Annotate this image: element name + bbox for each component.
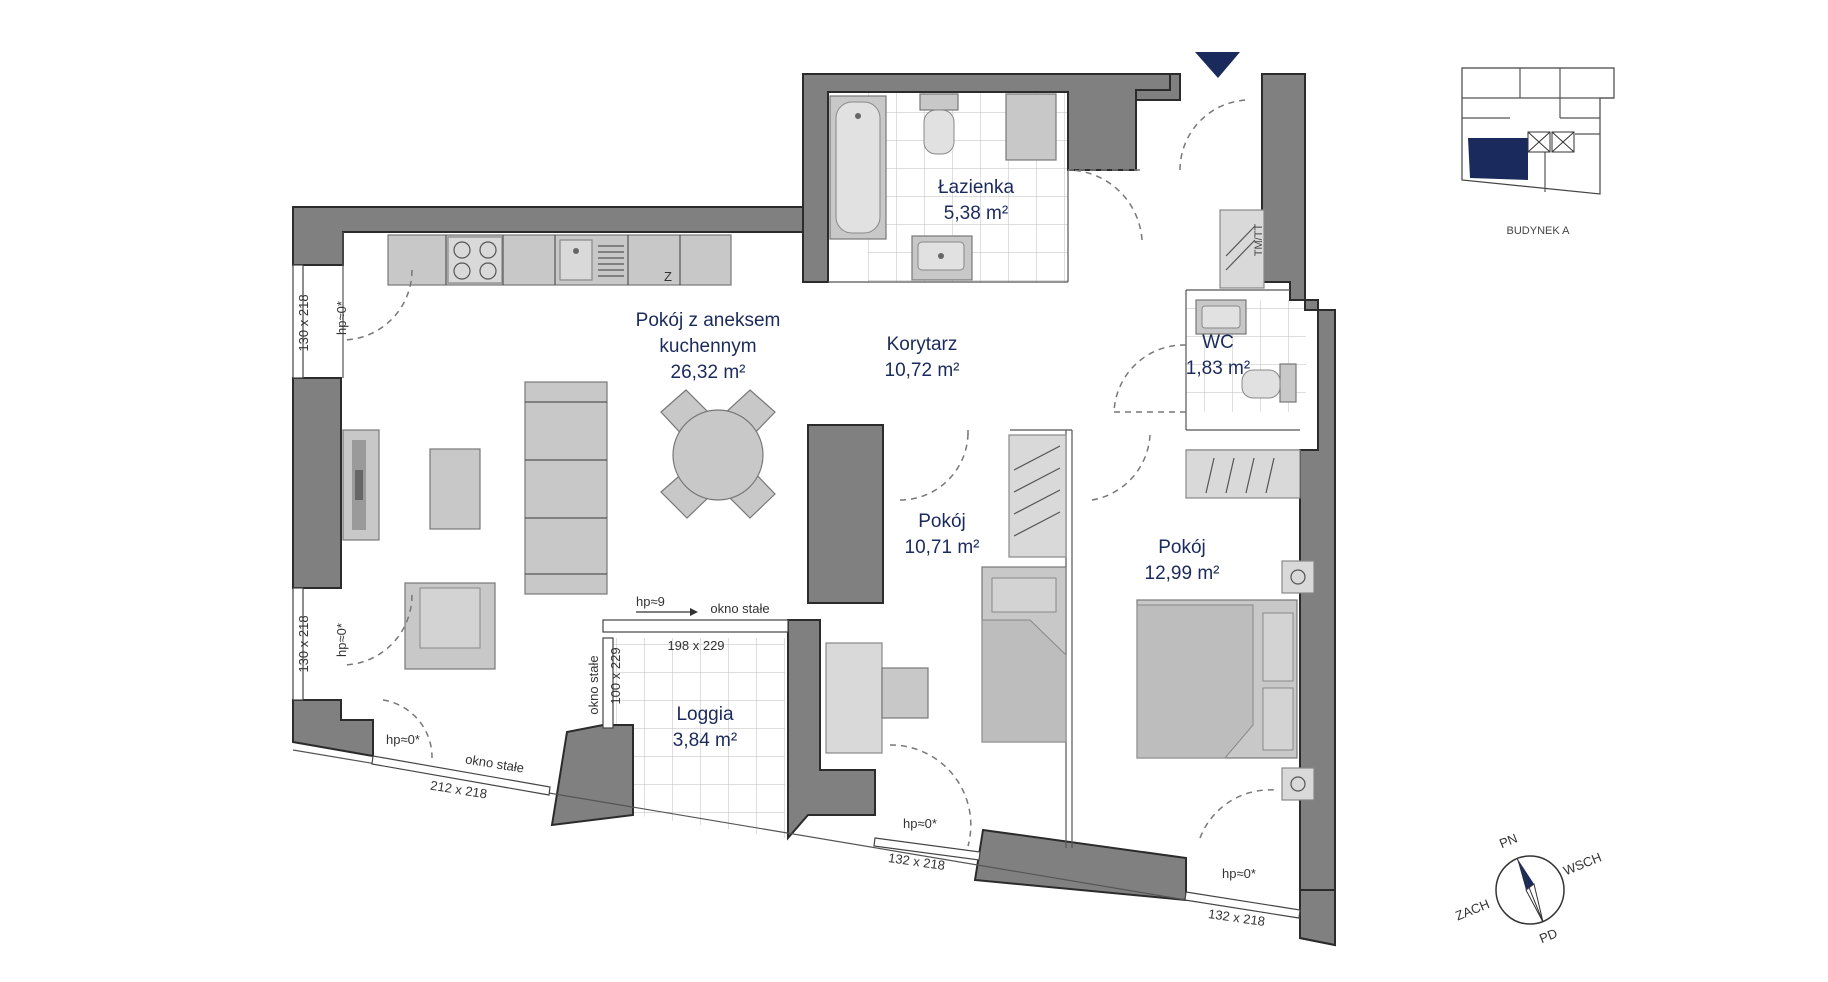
desk-chair-icon xyxy=(881,667,929,719)
compass-needle-icon xyxy=(1517,858,1534,890)
compass-s: PD xyxy=(1537,925,1559,946)
room2-hp: hp≈0* xyxy=(1222,866,1256,881)
coffee-table-icon xyxy=(429,448,481,530)
room2-name: Pokój xyxy=(1158,537,1206,558)
sofa-icon xyxy=(524,381,608,595)
living-name-line1: Pokój z aneksem xyxy=(636,310,781,331)
loggia-door-dim: 198 x 229 xyxy=(667,638,724,653)
living-name-line2: kuchennym xyxy=(659,336,756,357)
desk-icon xyxy=(825,642,883,754)
washing-machine-icon xyxy=(1005,93,1057,161)
corridor-area: 10,72 m² xyxy=(885,360,960,381)
loggia-name: Loggia xyxy=(676,704,733,725)
w-left-bottom-hp: hp≈0* xyxy=(334,623,349,657)
loggia-side-dim: 100 x 229 xyxy=(608,647,623,704)
living-furniture xyxy=(342,381,776,670)
loggia-side-fixed: okno stałe xyxy=(586,655,601,714)
loggia-arrowhead-icon xyxy=(690,608,698,616)
wall-left-bottom xyxy=(292,699,374,758)
compass: PN WSCH PD ZACH xyxy=(1453,830,1603,946)
w-bottom-hp: hp≈0* xyxy=(386,732,420,747)
compass-w: ZACH xyxy=(1453,896,1491,923)
room1-furniture xyxy=(825,434,1067,754)
wc-fixtures xyxy=(1195,299,1297,403)
w-bottom-fixed: okno stałe xyxy=(464,752,525,776)
wall-right-outer xyxy=(1261,73,1336,947)
bathroom-name: Łazienka xyxy=(938,177,1014,198)
wc-toilet-icon xyxy=(1279,363,1297,403)
wall-bottom-room1 xyxy=(973,828,1187,902)
wardrobe-tag: TM/TT xyxy=(1253,224,1265,257)
loggia-top-fixed: okno stałe xyxy=(710,601,769,616)
window-sills xyxy=(292,264,1301,919)
doors xyxy=(342,99,1276,847)
wardrobe-room1-icon xyxy=(1008,434,1067,558)
loggia-top-hp: hp≈9 xyxy=(636,594,665,609)
wall-left-mid xyxy=(292,377,342,589)
fridge-label: Z xyxy=(664,269,672,284)
loggia-area: 3,84 m² xyxy=(673,730,737,751)
corridor-name: Korytarz xyxy=(887,334,958,355)
living-area: 26,32 m² xyxy=(671,362,746,383)
room-labels: Pokój z aneksem kuchennym 26,32 m² Koryt… xyxy=(636,177,1251,751)
wall-loggia-left xyxy=(550,724,634,827)
entrance-arrow-icon xyxy=(1195,52,1240,78)
w-left-top-dim: 130 x 218 xyxy=(296,294,311,351)
room2-furniture xyxy=(1136,449,1315,801)
nightstand-top-icon xyxy=(1281,560,1315,594)
compass-e: WSCH xyxy=(1561,849,1603,878)
dining-table-icon xyxy=(660,389,776,519)
room1-hp: hp≈0* xyxy=(903,816,937,831)
toilet-icon xyxy=(919,93,959,111)
nightstand-bottom-icon xyxy=(1281,767,1315,801)
entrance-wardrobe: TM/TT xyxy=(1219,209,1265,289)
w-left-bottom-dim: 130 x 218 xyxy=(296,615,311,672)
room1-name: Pokój xyxy=(918,511,966,532)
wardrobe-room2-icon xyxy=(1185,449,1301,499)
hob-icon xyxy=(447,236,503,284)
room1-area: 10,71 m² xyxy=(905,537,980,558)
room2-area: 12,99 m² xyxy=(1145,563,1220,584)
bathroom-fixtures xyxy=(829,93,1057,281)
wall-entrance-left xyxy=(1135,73,1181,170)
wc-name: WC xyxy=(1202,332,1234,353)
walls xyxy=(292,73,1336,947)
bathroom-area: 5,38 m² xyxy=(944,203,1008,224)
apartment-highlight xyxy=(1468,138,1528,180)
compass-n: PN xyxy=(1497,830,1519,851)
sink-icon xyxy=(559,239,593,281)
loggia-floor xyxy=(603,638,785,838)
w-left-top-hp: hp≈0* xyxy=(334,301,349,335)
kitchen-counter: Z xyxy=(387,234,732,286)
building-keyplan: BUDYNEK A xyxy=(1461,67,1615,237)
building-label: BUDYNEK A xyxy=(1507,225,1571,237)
wc-area: 1,83 m² xyxy=(1186,358,1250,379)
wall-bottom-right xyxy=(1299,889,1336,947)
drainboard-icon xyxy=(598,245,624,277)
wall-room1-left xyxy=(807,424,884,604)
